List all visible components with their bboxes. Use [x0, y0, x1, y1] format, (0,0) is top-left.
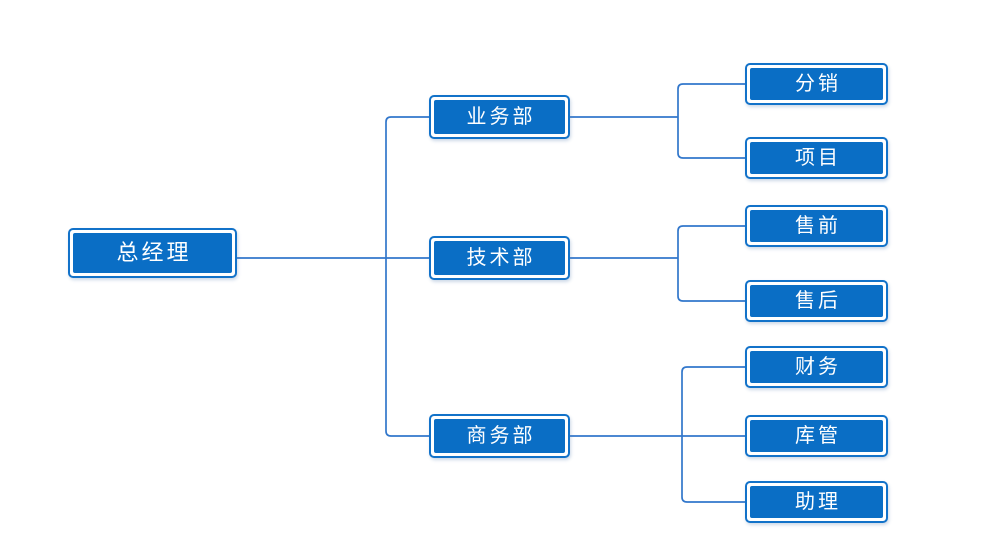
org-node-xiangmu: 项目 [745, 137, 888, 179]
org-node-label: 总经理 [73, 233, 232, 273]
org-node-jishubu: 技术部 [429, 236, 570, 280]
connector-path [385, 116, 429, 437]
org-node-label: 售后 [750, 285, 883, 317]
org-node-shouqian: 售前 [745, 205, 888, 247]
org-node-shouhou: 售后 [745, 280, 888, 322]
org-node-label: 技术部 [434, 241, 565, 275]
org-node-kuguan: 库管 [745, 415, 888, 457]
org-node-label: 财务 [750, 351, 883, 383]
connector-path [681, 366, 745, 503]
org-node-label: 分销 [750, 68, 883, 100]
connector-path [677, 225, 745, 302]
org-node-yewubu: 业务部 [429, 95, 570, 139]
org-node-label: 库管 [750, 420, 883, 452]
org-node-label: 业务部 [434, 100, 565, 134]
org-node-zhuli: 助理 [745, 481, 888, 523]
org-node-shangwubu: 商务部 [429, 414, 570, 458]
org-node-label: 售前 [750, 210, 883, 242]
org-node-root: 总经理 [68, 228, 237, 278]
org-node-label: 项目 [750, 142, 883, 174]
org-node-fenxiao: 分销 [745, 63, 888, 105]
org-node-label: 助理 [750, 486, 883, 518]
org-node-label: 商务部 [434, 419, 565, 453]
connector-path [677, 83, 745, 159]
org-node-caiwu: 财务 [745, 346, 888, 388]
